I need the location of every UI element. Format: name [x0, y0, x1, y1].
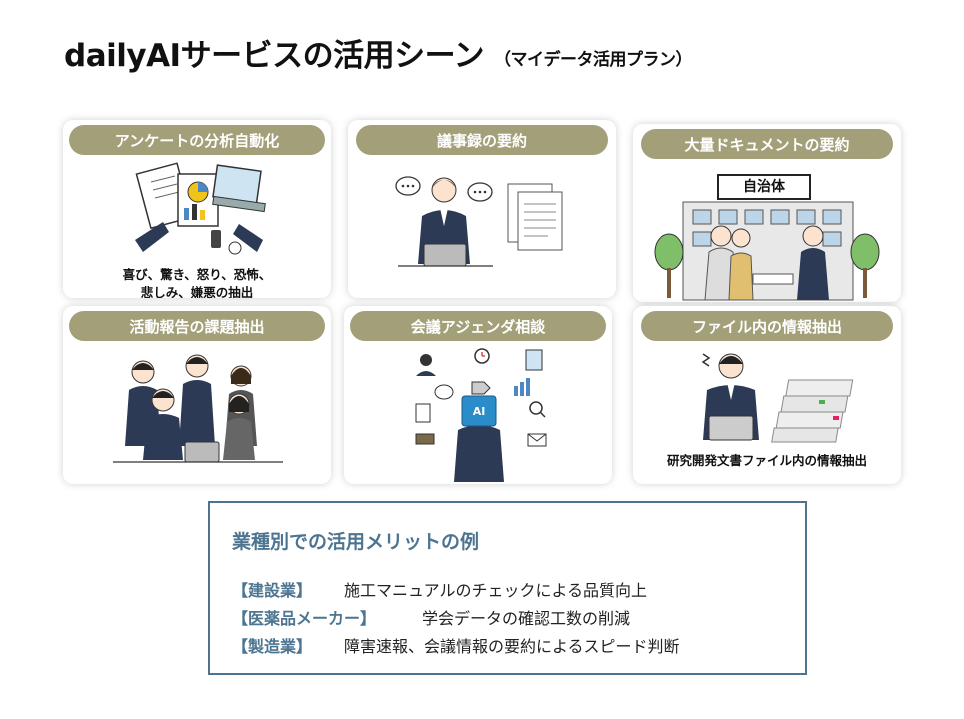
card-label: 活動報告の課題抽出 [69, 311, 325, 341]
card-activity-report: 活動報告の課題抽出 [63, 306, 331, 484]
municipality-sign: 自治体 [717, 174, 811, 200]
card-survey-analysis: アンケートの分析自動化 喜び、驚き、怒り、恐怖、 悲しみ、嫌悪の抽出 [63, 120, 331, 298]
card-file-extraction: ファイル内の情報抽出 研究開発文書ファイル内の情報抽出 [633, 306, 901, 484]
ai-face-label: AI [472, 405, 486, 418]
industry-label: 【医薬品メーカー】 [232, 609, 377, 628]
card-document-summary: 大量ドキュメントの要約 自治体 [633, 124, 901, 302]
page-subtitle: （マイデータ活用プラン） [494, 50, 693, 70]
card-label: 会議アジェンダ相談 [350, 311, 606, 341]
card-label: 議事録の要約 [356, 125, 608, 155]
benefit-row-pharma: 【医薬品メーカー】 学会データの確認工数の削減 [232, 605, 630, 629]
emotion-caption-line-2: 悲しみ、嫌悪の抽出 [140, 285, 254, 298]
industry-label: 【製造業】 [232, 637, 313, 656]
benefit-row-construction: 【建設業】 施工マニュアルのチェックによる品質向上 [232, 577, 647, 601]
card-label: アンケートの分析自動化 [69, 125, 325, 155]
page-title-main: dailyAIサービスの活用シーン [64, 38, 485, 74]
meeting-minutes-illustration [395, 176, 563, 267]
card-agenda-consult: 会議アジェンダ相談 AI [344, 306, 612, 484]
survey-documents-illustration [135, 162, 266, 255]
municipal-office-illustration [654, 201, 880, 301]
emotion-caption-line-1: 喜び、驚き、怒り、恐怖、 [122, 267, 272, 282]
card-label: ファイル内の情報抽出 [641, 311, 893, 341]
team-illustration [113, 354, 283, 463]
page-title: dailyAIサービスの活用シーン （マイデータ活用プラン） [64, 30, 693, 75]
benefit-text: 障害速報、会議情報の要約によるスピード判断 [344, 637, 680, 656]
benefit-text: 施工マニュアルのチェックによる品質向上 [344, 581, 648, 600]
industry-benefits-box: 業種別での活用メリットの例 【建設業】 施工マニュアルのチェックによる品質向上 【… [208, 501, 807, 675]
card-minutes-summary: 議事録の要約 [348, 120, 616, 298]
research-documents-illustration [701, 353, 854, 443]
card-label: 大量ドキュメントの要約 [641, 129, 893, 159]
benefits-title: 業種別での活用メリットの例 [232, 531, 480, 553]
industry-label: 【建設業】 [232, 581, 313, 600]
benefit-text: 学会データの確認工数の削減 [422, 609, 631, 628]
ai-agenda-illustration [415, 348, 547, 482]
benefit-row-manufacturing: 【製造業】 障害速報、会議情報の要約によるスピード判断 [232, 633, 680, 657]
research-file-caption: 研究開発文書ファイル内の情報抽出 [666, 453, 867, 468]
emotion-caption: 喜び、驚き、怒り、恐怖、 悲しみ、嫌悪の抽出 [63, 266, 331, 298]
